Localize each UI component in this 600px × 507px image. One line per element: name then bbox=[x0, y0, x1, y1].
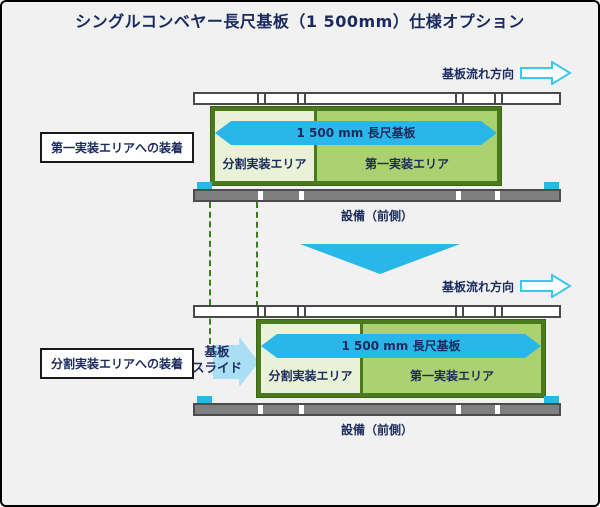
flow-arrow-icon bbox=[520, 61, 572, 85]
board-slide-label: 基板 スライド bbox=[184, 344, 250, 376]
rail-joint-icon bbox=[257, 94, 266, 103]
guide-dashed-line-right bbox=[256, 202, 258, 307]
first-mount-area-label: 第一実装エリア bbox=[364, 157, 449, 171]
flow-direction-lower: 基板流れ方向 bbox=[442, 274, 572, 298]
equipment-bar-lower bbox=[193, 403, 561, 416]
board-slide-label-line1: 基板 bbox=[204, 344, 230, 359]
bar-slot-icon bbox=[258, 191, 263, 200]
bar-slot-icon bbox=[495, 191, 500, 200]
attach-first-area-box: 第一実装エリアへの装着 bbox=[40, 132, 195, 163]
rail-joint-icon bbox=[494, 94, 503, 103]
page-title: シングルコンベヤー長尺基板（1 500mm）仕様オプション bbox=[75, 12, 525, 31]
bar-slot-icon bbox=[299, 191, 304, 200]
transition-down-arrow-icon bbox=[300, 244, 460, 274]
split-mount-area-label: 分割実装エリア bbox=[268, 369, 353, 383]
board-slide-label-line2: スライド bbox=[191, 360, 242, 375]
equipment-front-label-lower: 設備（前側） bbox=[340, 423, 413, 437]
bar-slot-icon bbox=[456, 405, 461, 414]
board-length-arrow-icon: 1 500 mm 長尺基板 bbox=[215, 121, 497, 145]
guide-dashed-line-left bbox=[209, 202, 211, 344]
equipment-front-label-upper: 設備（前側） bbox=[340, 209, 413, 223]
board-stop-icon bbox=[197, 182, 212, 189]
attach-split-area-box: 分割実装エリアへの装着 bbox=[40, 348, 195, 379]
long-board-upper: 1 500 mm 長尺基板 分割実装エリア 第一実装エリア bbox=[210, 106, 502, 186]
board-stop-icon bbox=[544, 182, 559, 189]
rail-joint-icon bbox=[297, 307, 306, 316]
conveyor-rail-upper bbox=[193, 92, 561, 105]
bar-slot-icon bbox=[495, 405, 500, 414]
rail-joint-icon bbox=[257, 307, 266, 316]
rail-joint-icon bbox=[455, 94, 464, 103]
board-length-arrow-icon: 1 500 mm 長尺基板 bbox=[261, 334, 541, 358]
board-stop-icon bbox=[544, 396, 559, 403]
conveyor-rail-lower bbox=[193, 305, 561, 318]
flow-direction-upper: 基板流れ方向 bbox=[442, 61, 572, 85]
first-mount-area-label: 第一実装エリア bbox=[409, 369, 494, 383]
bar-slot-icon bbox=[299, 405, 304, 414]
bar-slot-icon bbox=[258, 405, 263, 414]
board-stop-icon bbox=[197, 396, 212, 403]
long-board-lower: 1 500 mm 長尺基板 分割実装エリア 第一実装エリア bbox=[256, 319, 546, 398]
flow-direction-label: 基板流れ方向 bbox=[442, 66, 515, 81]
rail-joint-icon bbox=[494, 307, 503, 316]
bar-slot-icon bbox=[456, 191, 461, 200]
flow-arrow-icon bbox=[520, 274, 572, 298]
flow-direction-label: 基板流れ方向 bbox=[442, 279, 515, 294]
equipment-bar-upper bbox=[193, 189, 561, 202]
split-mount-area-label: 分割実装エリア bbox=[222, 157, 307, 171]
rail-joint-icon bbox=[455, 307, 464, 316]
rail-joint-icon bbox=[297, 94, 306, 103]
